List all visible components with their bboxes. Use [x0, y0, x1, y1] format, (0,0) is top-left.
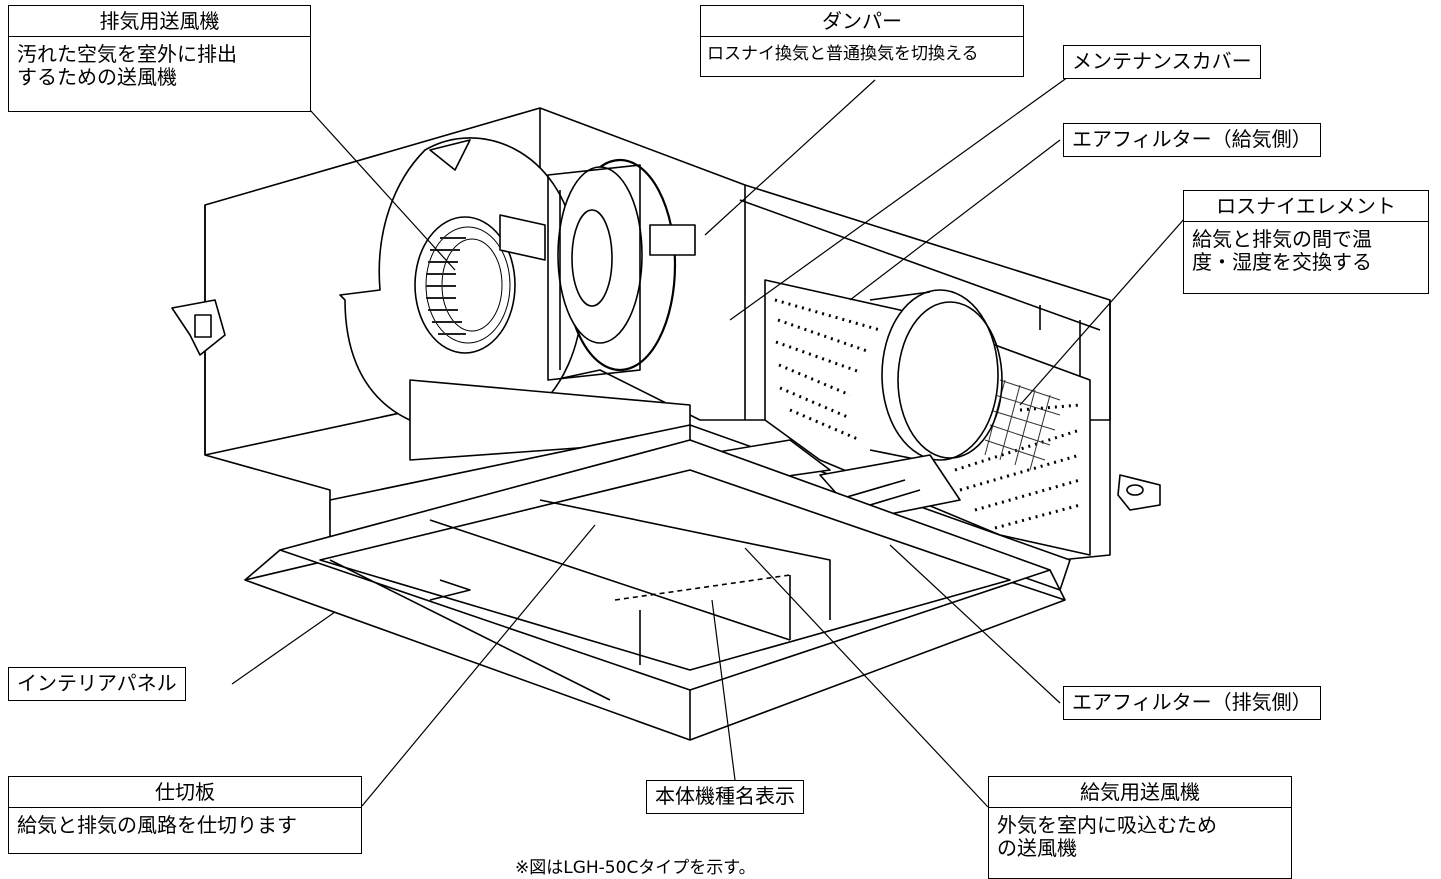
- callout-desc-line: の送風機: [997, 836, 1077, 860]
- callout-supply-fan: 給気用送風機 外気を室内に吸込むため の送風機: [988, 776, 1292, 879]
- callout-desc-line: ロスナイ換気と普通換気を切換える: [707, 44, 979, 64]
- callout-exhaust-fan: 排気用送風機 汚れた空気を室外に排出 するための送風機: [8, 5, 311, 112]
- label-air-filter-supply: エアフィルター（給気側）: [1063, 123, 1321, 157]
- interior-panel-drawing: [244, 439, 1066, 741]
- callout-desc-line: 給気と排気の間で温: [1192, 227, 1372, 251]
- lossnay-element-drawing: [764, 279, 1091, 556]
- callout-desc-line: するための送風機: [17, 65, 177, 89]
- mounting-bracket-right: [1117, 474, 1161, 511]
- callout-lossnay-element: ロスナイエレメント 給気と排気の間で温 度・湿度を交換する: [1183, 190, 1429, 294]
- callout-damper: ダンパー ロスナイ換気と普通換気を切換える: [700, 5, 1024, 77]
- callout-title: ロスナイエレメント: [1184, 191, 1428, 222]
- label-air-filter-exhaust: エアフィルター（排気側）: [1063, 686, 1321, 720]
- footnote: ※図はLGH-50Cタイプを示す。: [515, 858, 756, 878]
- callout-title: ダンパー: [701, 6, 1023, 37]
- label-maintenance-cover: メンテナンスカバー: [1063, 45, 1261, 79]
- label-model-display: 本体機種名表示: [646, 780, 804, 814]
- leader-lines: [231, 71, 1186, 808]
- callout-desc-line: 汚れた空気を室外に排出: [17, 42, 237, 66]
- damper-drawing: [547, 158, 696, 381]
- callout-desc-line: 給気と排気の風路を仕切ります: [17, 813, 297, 837]
- callout-desc-line: 外気を室内に吸込むため: [997, 813, 1217, 837]
- callout-desc-line: 度・湿度を交換する: [1192, 250, 1372, 274]
- callout-partition: 仕切板 給気と排気の風路を仕切ります: [8, 776, 362, 854]
- label-interior-panel: インテリアパネル: [8, 667, 186, 701]
- callout-title: 排気用送風機: [9, 6, 310, 37]
- callout-title: 仕切板: [9, 777, 361, 808]
- callout-title: 給気用送風機: [989, 777, 1291, 808]
- mounting-bracket-left: [171, 299, 226, 356]
